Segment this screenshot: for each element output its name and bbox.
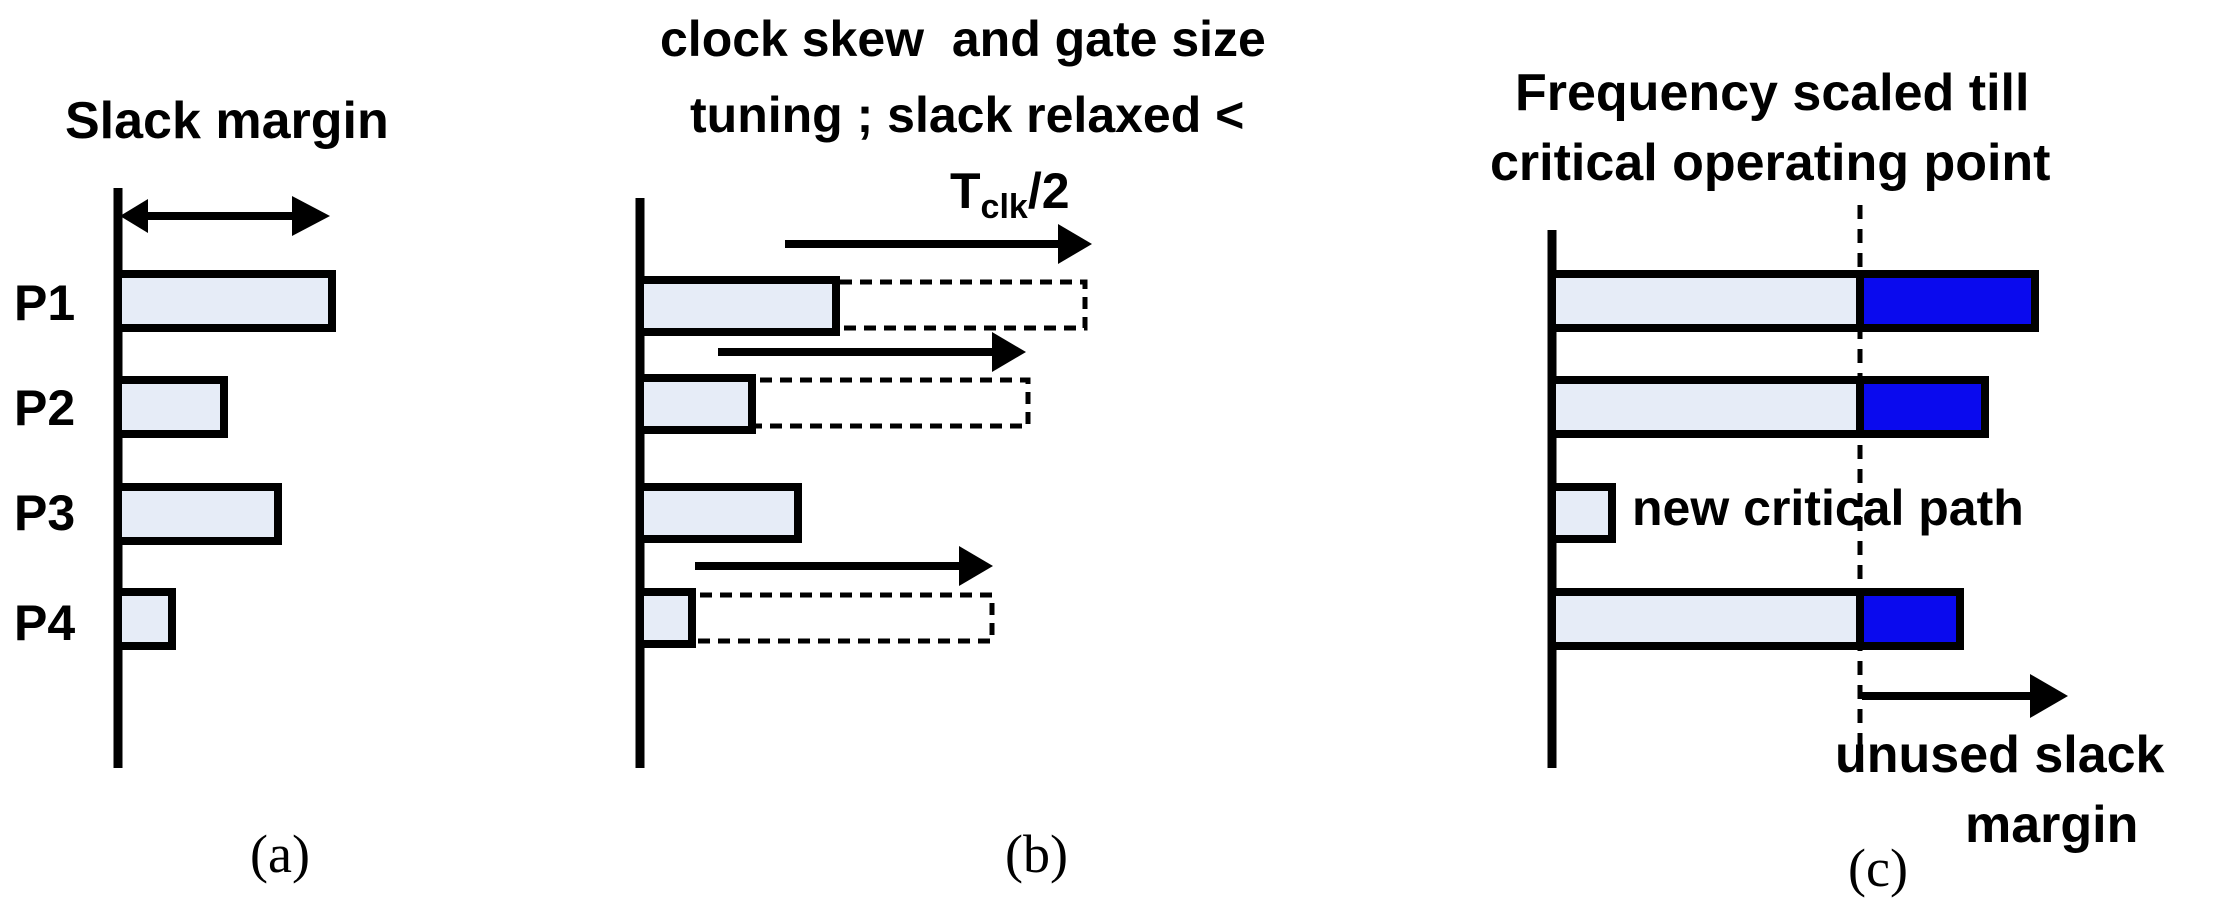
panel-c-title-line2: critical operating point [1490,134,2051,192]
panel-a-title: Slack margin [65,92,389,150]
unused-slack-arrow [1862,674,2068,718]
panel-b: clock skew and gate size tuning ; slack … [635,11,1266,884]
panel-c-caption: (c) [1848,838,1908,898]
unused-slack-line2: margin [1965,796,2138,854]
scaled-slack-p2 [1856,376,1989,438]
panel-a-caption: (a) [250,824,310,884]
new-critical-path-label: new critical path [1632,480,2024,536]
panel-b-title-line1: clock skew and gate size [660,11,1266,67]
tclk-t: T [950,163,981,219]
path-label-p2: P2 [14,380,75,436]
panel-c: Frequency scaled till critical operating… [1490,64,2165,898]
scaled-bar-p2 [1548,376,1864,438]
slack-margin-arrow [120,196,330,236]
relaxed-extent-p1 [637,279,1088,331]
relax-arrow-p2 [718,332,1026,372]
relax-arrow-p4 [695,546,993,586]
scaled-bar-p1 [1548,270,1864,332]
tuned-bar-p3 [636,483,802,543]
scaled-slack-p4 [1856,588,1964,650]
tuned-bar-p2 [636,374,756,434]
panel-b-caption: (b) [1005,824,1068,884]
path-bar-p1 [114,270,336,332]
panel-b-title-line2: tuning ; slack relaxed < [690,87,1244,143]
path-label-p4: P4 [14,595,75,651]
scaled-bar-p4 [1548,588,1864,650]
scaled-bar-p3 [1548,483,1616,543]
path-bar-p3 [114,483,282,545]
tuned-bar-p1 [636,276,840,336]
path-label-p1: P1 [14,275,75,331]
panel-a: Slack margin P1 P2 P3 P4 (a) [14,92,389,884]
path-bar-p4 [114,588,176,650]
unused-slack-line1: unused slack [1835,726,2165,784]
relax-arrow-p1 [785,224,1092,264]
path-label-p3: P3 [14,485,75,541]
scaled-slack-p1 [1856,270,2039,332]
tclk-subscript: clk [981,188,1028,226]
panel-b-title-line3: Tclk/2 [950,163,1070,226]
tclk-tail: /2 [1028,163,1070,219]
tuned-bar-p4 [636,588,696,648]
path-bar-p2 [114,376,228,438]
panel-c-title-line1: Frequency scaled till [1515,64,2029,122]
